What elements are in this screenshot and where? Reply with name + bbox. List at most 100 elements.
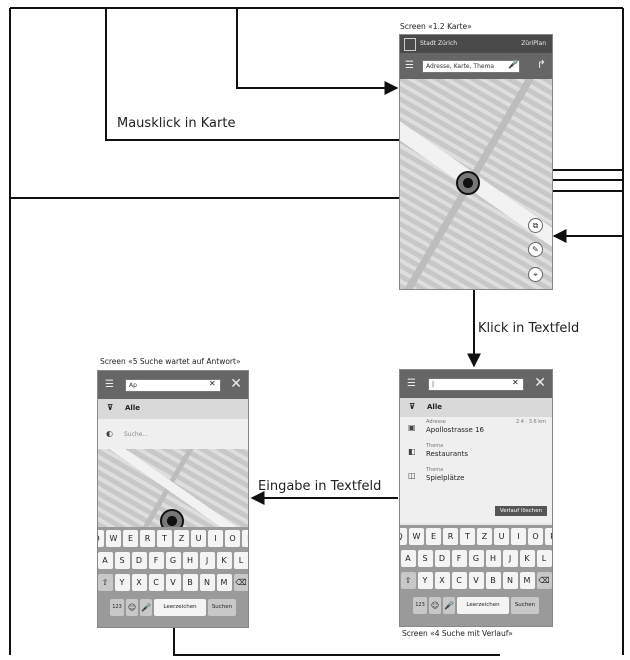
screen-warten: ☰ Ap ✕ ✕ ⊽ Alle ◐ Suche... QWERTZUIOP AS… bbox=[97, 370, 249, 628]
hamburger-icon[interactable]: ☰ bbox=[407, 378, 416, 389]
locate-icon[interactable]: ⌖ bbox=[528, 267, 543, 282]
keyboard-key[interactable]: R bbox=[140, 530, 155, 547]
keyboard-key[interactable]: R bbox=[443, 528, 458, 545]
keyboard-key[interactable]: F bbox=[451, 550, 467, 567]
history-distance: 2.4 · 3.6 km bbox=[515, 419, 546, 425]
hamburger-icon[interactable]: ☰ bbox=[405, 60, 414, 71]
keyboard-key[interactable]: W bbox=[106, 530, 121, 547]
close-icon[interactable]: ✕ bbox=[534, 375, 546, 391]
microphone-icon[interactable]: 🎤 bbox=[443, 597, 455, 614]
keyboard-key[interactable]: D bbox=[434, 550, 450, 567]
keyboard-key[interactable]: L bbox=[233, 552, 248, 569]
screen-verlauf: ☰ | ✕ ✕ ⊽ Alle ▣ Adresse Apollostrasse 1… bbox=[399, 369, 553, 627]
route-icon[interactable]: ↱ bbox=[536, 58, 546, 71]
space-key[interactable]: Leerzeichen bbox=[154, 599, 206, 616]
keyboard-key[interactable]: A bbox=[98, 552, 113, 569]
keyboard-key[interactable]: W bbox=[409, 528, 424, 545]
keyboard-key[interactable]: M bbox=[216, 574, 232, 591]
go-key[interactable]: Suchen bbox=[208, 599, 236, 616]
keyboard-key[interactable]: P bbox=[242, 530, 248, 547]
keyboard-key[interactable]: I bbox=[208, 530, 223, 547]
backspace-key-icon[interactable]: ⌫ bbox=[233, 574, 248, 591]
funnel-icon: ⊽ bbox=[107, 403, 114, 412]
keyboard-key[interactable]: V bbox=[468, 572, 484, 589]
shift-key-icon[interactable]: ⇧ bbox=[98, 574, 113, 591]
history-row[interactable]: ▣ Adresse Apollostrasse 16 2.4 · 3.6 km bbox=[400, 417, 552, 442]
keyboard-key[interactable]: X bbox=[434, 572, 450, 589]
layers-icon[interactable]: ⧉ bbox=[528, 218, 543, 233]
keyboard-key[interactable]: Y bbox=[417, 572, 433, 589]
keyboard-key[interactable]: U bbox=[191, 530, 206, 547]
history-row[interactable]: ◫ Thema Spielplätze bbox=[400, 465, 552, 490]
keyboard-key[interactable]: G bbox=[165, 552, 181, 569]
keyboard-key[interactable]: T bbox=[460, 528, 475, 545]
keyboard-key[interactable]: Q bbox=[400, 528, 407, 545]
history-kind: Adresse bbox=[426, 419, 446, 425]
keyboard-key[interactable]: U bbox=[494, 528, 509, 545]
keyboard-key[interactable]: H bbox=[182, 552, 198, 569]
warten-filter[interactable]: ⊽ Alle bbox=[98, 399, 248, 419]
shift-key-icon[interactable]: ⇧ bbox=[400, 572, 416, 589]
keyboard-key[interactable]: J bbox=[502, 550, 518, 567]
keyboard-key[interactable]: K bbox=[216, 552, 232, 569]
keyboard-key[interactable]: G bbox=[468, 550, 484, 567]
verlauf-filter[interactable]: ⊽ Alle bbox=[400, 398, 552, 417]
microphone-icon[interactable]: 🎤 bbox=[140, 599, 152, 616]
emoji-key-icon[interactable]: ☺ bbox=[429, 597, 441, 614]
go-key[interactable]: Suchen bbox=[511, 597, 539, 614]
keyboard-key[interactable]: Z bbox=[174, 530, 189, 547]
theme-icon: ◧ bbox=[408, 447, 416, 456]
history-row[interactable]: ◧ Thema Restaurants bbox=[400, 441, 552, 466]
keyboard-key[interactable]: H bbox=[485, 550, 501, 567]
keyboard-key[interactable]: N bbox=[199, 574, 215, 591]
verlauf-search-bar: ☰ | ✕ ✕ bbox=[400, 370, 552, 398]
karte-brand: Stadt Zürich bbox=[420, 40, 458, 47]
keyboard-key[interactable]: T bbox=[157, 530, 172, 547]
warten-search-input[interactable]: Ap bbox=[125, 379, 221, 392]
keyboard-key[interactable]: Z bbox=[477, 528, 492, 545]
clear-history-button[interactable]: Verlauf löschen bbox=[495, 506, 547, 516]
keyboard-key[interactable]: P bbox=[545, 528, 552, 545]
history-value: Spielplätze bbox=[426, 474, 465, 482]
keyboard-key[interactable]: B bbox=[182, 574, 198, 591]
keyboard-key[interactable]: N bbox=[502, 572, 518, 589]
keyboard-key[interactable]: S bbox=[114, 552, 130, 569]
keyboard-key[interactable]: Q bbox=[98, 530, 104, 547]
clear-input-icon[interactable]: ✕ bbox=[512, 378, 519, 387]
hamburger-icon[interactable]: ☰ bbox=[105, 379, 114, 390]
verlauf-search-input[interactable]: | bbox=[428, 378, 524, 391]
keyboard-key[interactable]: E bbox=[123, 530, 138, 547]
keyboard-key[interactable]: O bbox=[528, 528, 543, 545]
keyboard-key[interactable]: S bbox=[417, 550, 433, 567]
pencil-icon[interactable]: ✎ bbox=[528, 242, 543, 257]
keyboard-key[interactable]: L bbox=[536, 550, 552, 567]
keyboard-key[interactable]: D bbox=[131, 552, 147, 569]
microphone-icon[interactable]: 🎤 bbox=[508, 60, 518, 69]
history-value: Restaurants bbox=[426, 450, 468, 458]
keyboard-key[interactable]: C bbox=[451, 572, 467, 589]
emoji-key-icon[interactable]: ☺ bbox=[126, 599, 138, 616]
keyboard-key[interactable]: M bbox=[519, 572, 535, 589]
keyboard-key[interactable]: I bbox=[511, 528, 526, 545]
keyboard-key[interactable]: V bbox=[165, 574, 181, 591]
keyboard-key[interactable]: B bbox=[485, 572, 501, 589]
clear-input-icon[interactable]: ✕ bbox=[209, 379, 216, 388]
keyboard-key[interactable]: C bbox=[148, 574, 164, 591]
space-key[interactable]: Leerzeichen bbox=[457, 597, 509, 614]
keyboard-key[interactable]: J bbox=[199, 552, 215, 569]
close-icon[interactable]: ✕ bbox=[230, 376, 242, 392]
karte-search-input[interactable]: Adresse, Karte, Thema bbox=[422, 60, 520, 73]
keyboard-key[interactable]: A bbox=[400, 550, 416, 567]
num-key[interactable]: 123 bbox=[413, 597, 427, 614]
keyboard-key[interactable]: Y bbox=[114, 574, 130, 591]
keyboard-key[interactable]: K bbox=[519, 550, 535, 567]
backspace-key-icon[interactable]: ⌫ bbox=[536, 572, 552, 589]
keyboard-key[interactable]: O bbox=[225, 530, 240, 547]
keyboard-key[interactable]: E bbox=[426, 528, 441, 545]
num-key[interactable]: 123 bbox=[110, 599, 124, 616]
keyboard-key[interactable]: X bbox=[131, 574, 147, 591]
keyboard-key[interactable]: F bbox=[148, 552, 164, 569]
